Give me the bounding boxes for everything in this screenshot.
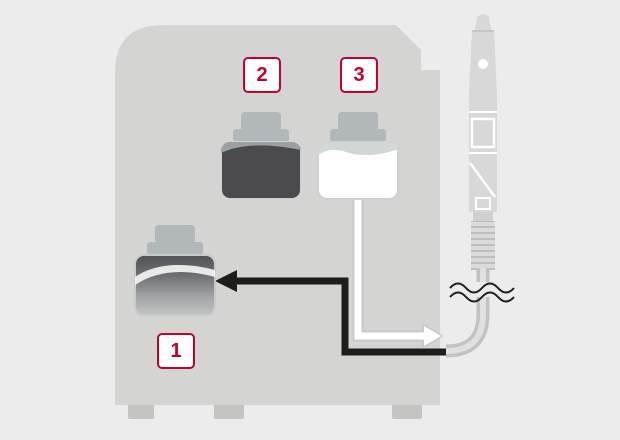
bottle-1-body	[134, 254, 216, 316]
handpiece-cable-highlight	[445, 268, 486, 354]
bottle-3-cap	[338, 112, 378, 131]
black-fluid-line	[215, 270, 459, 356]
handpiece-body	[469, 30, 497, 212]
handpiece-ribbed-section	[471, 221, 495, 270]
bottle-2	[220, 112, 302, 200]
bottle-3-liquid-surface	[318, 142, 398, 156]
bottle-2-liquid-surface	[221, 142, 301, 153]
black-line-path	[232, 277, 459, 356]
wave-line-icon	[449, 282, 515, 294]
white-arrowhead-right-icon	[424, 326, 441, 346]
label-2-text: 2	[256, 63, 268, 86]
handpiece-latch-box	[475, 197, 491, 210]
handpiece-connector	[473, 212, 493, 221]
bottle-1	[134, 225, 216, 316]
handpiece	[445, 14, 497, 358]
label-2-badge: 2	[243, 57, 281, 93]
black-arrowhead-left-icon	[215, 270, 237, 292]
bottle-1-cap	[155, 225, 195, 244]
cable-break-gap	[449, 282, 517, 297]
label-1-badge: 1	[157, 333, 195, 369]
machine-feet	[128, 402, 422, 419]
bottle-2-cap	[241, 112, 281, 131]
handpiece-button-icon	[478, 59, 488, 69]
machine-foot	[392, 402, 422, 419]
cable-break-symbol	[449, 282, 517, 303]
bottle-1-cap-flange	[147, 242, 203, 255]
machine-foot	[128, 402, 154, 419]
bottle-1-liquid-surface	[135, 264, 215, 285]
bottle-3	[317, 112, 399, 200]
white-fluid-line	[352, 198, 444, 349]
label-3-text: 3	[353, 63, 365, 86]
wave-line-icon	[449, 291, 515, 303]
bottle-2-cap-flange	[233, 129, 289, 142]
white-line-path	[354, 198, 424, 340]
handpiece-window	[470, 117, 496, 149]
handpiece-latch-diagonal	[468, 162, 497, 198]
bottle-2-body	[220, 141, 302, 200]
label-3-badge: 3	[340, 57, 378, 93]
machine-foot	[214, 402, 244, 419]
bottle-3-cap-flange	[330, 129, 386, 142]
label-1-text: 1	[170, 339, 182, 362]
handpiece-tip	[475, 14, 491, 30]
